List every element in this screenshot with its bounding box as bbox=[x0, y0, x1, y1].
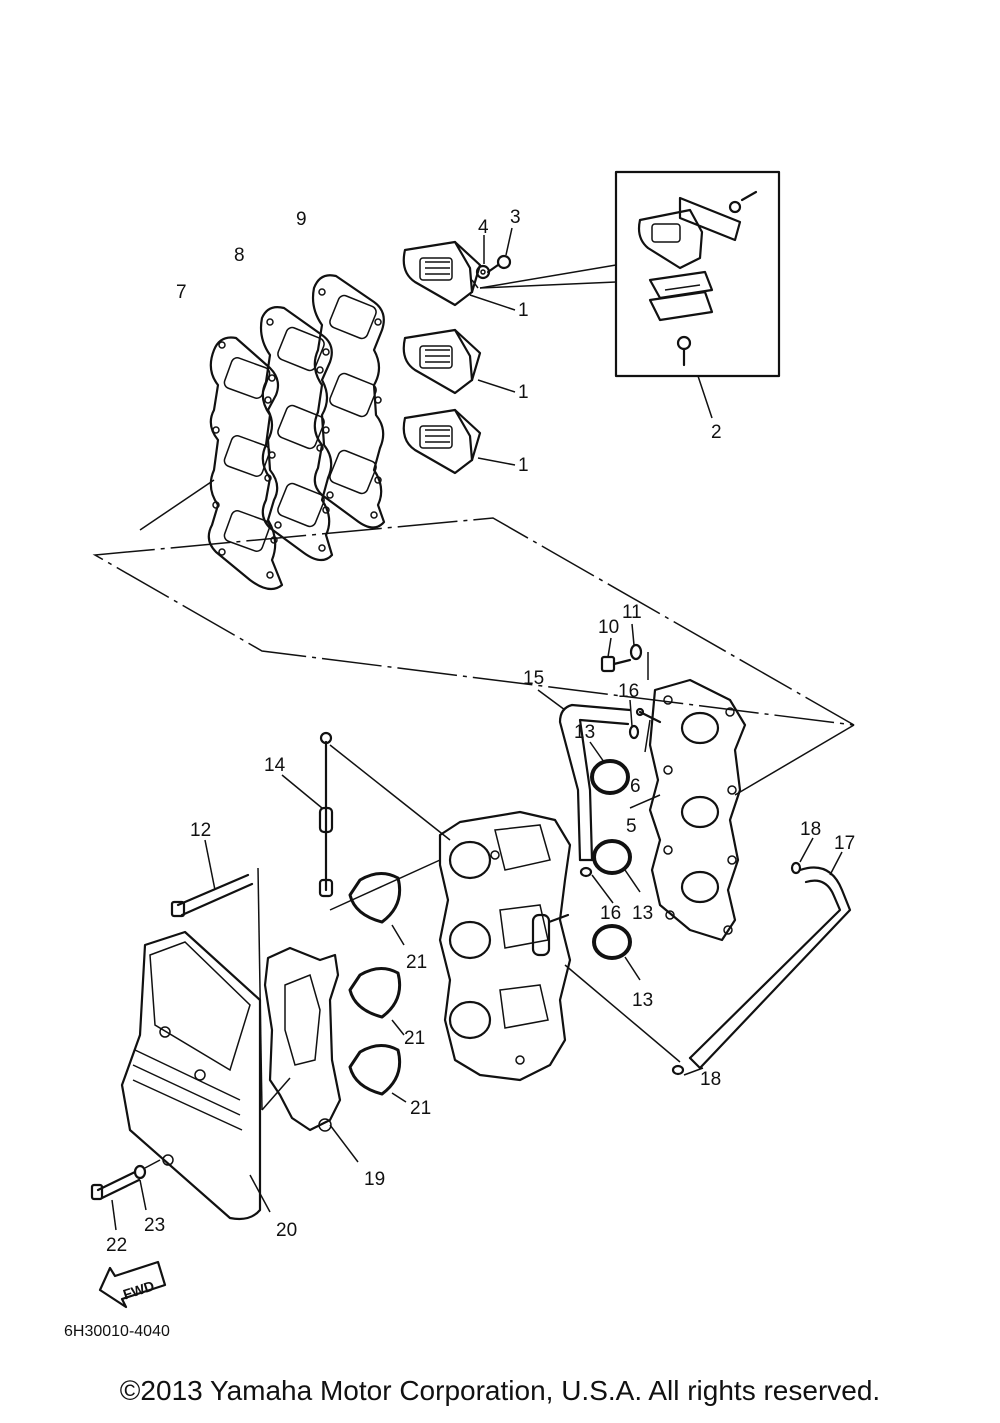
callout-19: 19 bbox=[364, 1169, 385, 1190]
callout-15: 15 bbox=[523, 668, 544, 689]
callout-9: 9 bbox=[296, 209, 307, 230]
forward-arrow: FWD bbox=[98, 1260, 167, 1309]
intake-gasket-21-bottom bbox=[348, 1044, 402, 1096]
callout-18-lower: 18 bbox=[700, 1069, 721, 1090]
intake-gasket-21-top bbox=[348, 872, 402, 924]
washer-4 bbox=[475, 264, 491, 280]
callout-21-top: 21 bbox=[406, 952, 427, 973]
callout-11: 11 bbox=[622, 602, 642, 623]
copyright-notice: ©2013 Yamaha Motor Corporation, U.S.A. A… bbox=[119, 1375, 881, 1406]
callout-20: 20 bbox=[276, 1220, 297, 1241]
o-ring-13-top bbox=[590, 759, 630, 795]
callout-13-bottom: 13 bbox=[632, 990, 653, 1011]
carburetor-assembly bbox=[438, 810, 572, 1082]
pin-6 bbox=[635, 707, 662, 724]
reed-valve-1-top bbox=[402, 240, 482, 307]
o-ring-13-middle bbox=[592, 839, 632, 875]
callout-10: 10 bbox=[598, 617, 619, 638]
clip-16-upper bbox=[628, 724, 640, 740]
bolt-10 bbox=[600, 655, 632, 673]
reed-valve-1-bottom bbox=[402, 408, 482, 475]
intake-manifold-5 bbox=[648, 678, 747, 942]
callout-3: 3 bbox=[510, 207, 521, 228]
callout-18-upper: 18 bbox=[800, 819, 821, 840]
callout-4: 4 bbox=[478, 217, 489, 238]
bolt-22 bbox=[90, 1170, 141, 1201]
callout-13-top: 13 bbox=[574, 722, 595, 743]
silencer-cover-20 bbox=[120, 930, 262, 1221]
forward-arrow-label: FWD bbox=[121, 1277, 156, 1302]
o-ring-13-bottom bbox=[592, 924, 632, 960]
washer-11 bbox=[629, 643, 643, 661]
gasket-9 bbox=[311, 274, 386, 529]
gasket-8 bbox=[259, 306, 334, 562]
callout-22: 22 bbox=[106, 1235, 127, 1256]
link-rod-14 bbox=[318, 731, 334, 898]
clip-18-lower bbox=[671, 1064, 685, 1076]
reed-valve-1-middle bbox=[402, 328, 482, 395]
intake-gasket-21-middle bbox=[348, 967, 402, 1019]
callout-1-middle: 1 bbox=[518, 382, 529, 403]
callout-7: 7 bbox=[176, 282, 187, 303]
reed-assembly-outline bbox=[92, 517, 855, 726]
callout-8: 8 bbox=[234, 245, 245, 266]
callout-13-middle: 13 bbox=[632, 903, 653, 924]
callout-1-top: 1 bbox=[518, 300, 529, 321]
reed-valve-detail-box bbox=[614, 170, 781, 378]
hose-15 bbox=[558, 703, 632, 862]
clip-16-lower bbox=[579, 866, 593, 878]
callout-16-upper: 16 bbox=[618, 681, 639, 702]
callout-6: 6 bbox=[630, 776, 641, 797]
callout-1-bottom: 1 bbox=[518, 455, 529, 476]
plate-19 bbox=[263, 946, 342, 1132]
screw-3 bbox=[486, 254, 512, 274]
reed-valve-exploded-detail bbox=[637, 190, 758, 367]
callout-14: 14 bbox=[264, 755, 286, 776]
washer-23 bbox=[133, 1164, 147, 1180]
callout-12: 12 bbox=[190, 820, 211, 841]
clip-18-upper bbox=[790, 861, 802, 875]
callout-21-bottom: 21 bbox=[410, 1098, 431, 1119]
callout-16-lower: 16 bbox=[600, 903, 621, 924]
callout-2: 2 bbox=[711, 422, 722, 443]
callout-5: 5 bbox=[626, 816, 637, 837]
callout-17: 17 bbox=[834, 833, 855, 854]
callout-21-middle: 21 bbox=[404, 1028, 425, 1049]
long-bolt-12 bbox=[170, 873, 254, 918]
gasket-7 bbox=[207, 336, 284, 591]
drawing-code: 6H30010-4040 bbox=[64, 1323, 170, 1340]
callout-23: 23 bbox=[144, 1215, 165, 1236]
